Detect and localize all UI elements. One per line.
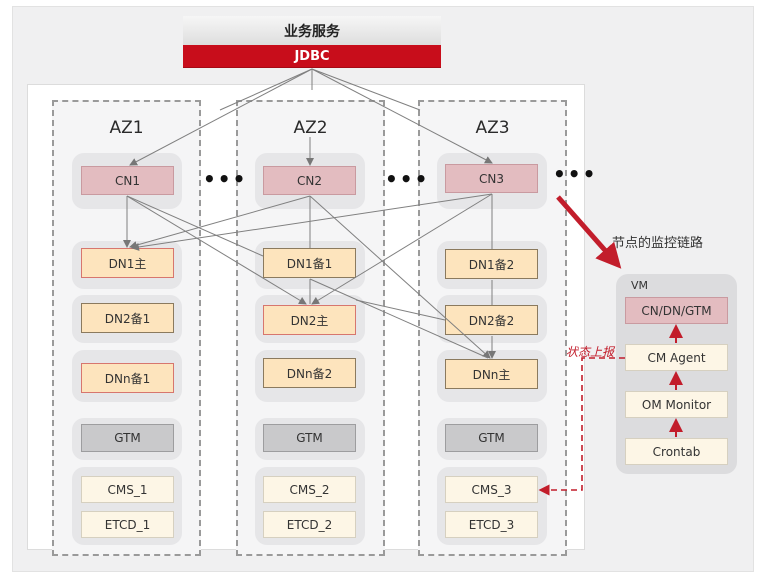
dn1-standby2-node: DN1备2 bbox=[445, 249, 538, 279]
cn2-node: CN2 bbox=[263, 166, 356, 195]
dn1-standby1-node: DN1备1 bbox=[263, 248, 356, 278]
az3-title: AZ3 bbox=[475, 118, 510, 138]
dn2-standby1-node: DN2备1 bbox=[81, 303, 174, 333]
cms-node: CMS_1 bbox=[81, 476, 174, 503]
dn2-standby2-node: DN2备2 bbox=[445, 305, 538, 335]
az2-title: AZ2 bbox=[293, 118, 328, 138]
gtm-node: GTM bbox=[445, 424, 538, 452]
cn-dn-gtm-process: CN/DN/GTM bbox=[625, 297, 728, 324]
az1-title: AZ1 bbox=[109, 118, 144, 138]
dnn-primary-node: DNn主 bbox=[445, 359, 538, 389]
dnn-standby1-node: DNn备1 bbox=[81, 363, 174, 393]
dnn-standby2-node: DNn备2 bbox=[263, 358, 356, 388]
cn3-node: CN3 bbox=[445, 164, 538, 193]
dn1-primary-node: DN1主 bbox=[81, 248, 174, 278]
etcd-node: ETCD_2 bbox=[263, 511, 356, 538]
cms-node: CMS_2 bbox=[263, 476, 356, 503]
crontab-process: Crontab bbox=[625, 438, 728, 465]
etcd-node: ETCD_1 bbox=[81, 511, 174, 538]
gtm-node: GTM bbox=[81, 424, 174, 452]
business-service-block: 业务服务 JDBC bbox=[183, 16, 441, 69]
cms-node: CMS_3 bbox=[445, 476, 538, 503]
cn1-node: CN1 bbox=[81, 166, 174, 195]
vm-label: VM bbox=[631, 279, 649, 292]
more-nodes-ellipsis: ••• bbox=[553, 162, 598, 186]
cm-agent-process: CM Agent bbox=[625, 344, 728, 371]
business-service-title: 业务服务 bbox=[183, 16, 441, 45]
status-report-label: 状态上报 bbox=[566, 345, 615, 359]
gtm-node: GTM bbox=[263, 424, 356, 452]
dn2-primary-node: DN2主 bbox=[263, 305, 356, 335]
monitoring-chain-title: 节点的监控链路 bbox=[612, 236, 704, 251]
om-monitor-process: OM Monitor bbox=[625, 391, 728, 418]
etcd-node: ETCD_3 bbox=[445, 511, 538, 538]
more-nodes-ellipsis: ••• bbox=[203, 167, 248, 191]
jdbc-interface: JDBC bbox=[183, 45, 441, 68]
more-nodes-ellipsis: ••• bbox=[385, 167, 430, 191]
